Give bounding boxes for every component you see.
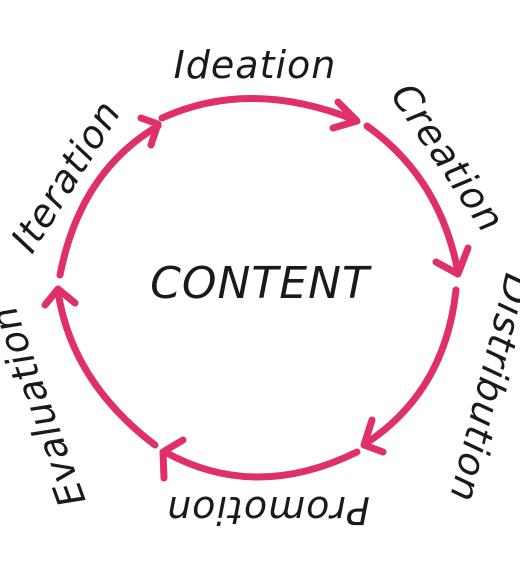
arrow-promotion-to-evaluation xyxy=(159,436,361,482)
arrow-ideation-to-creation xyxy=(158,95,361,132)
arrow-evaluation-to-iteration xyxy=(41,285,159,449)
stage-label-promotion: Promotion xyxy=(166,488,370,532)
arrow-distribution-to-promotion xyxy=(360,286,460,456)
stage-label-evaluation: Evaluation xyxy=(0,300,94,513)
arrow-creation-to-distribution xyxy=(363,122,472,278)
center-label: CONTENT xyxy=(150,258,372,309)
stage-label-iteration: Iteration xyxy=(2,92,129,260)
cycle-arrows xyxy=(41,95,472,482)
stage-label-ideation: Ideation xyxy=(174,43,337,87)
arrow-iteration-to-ideation xyxy=(56,114,162,279)
